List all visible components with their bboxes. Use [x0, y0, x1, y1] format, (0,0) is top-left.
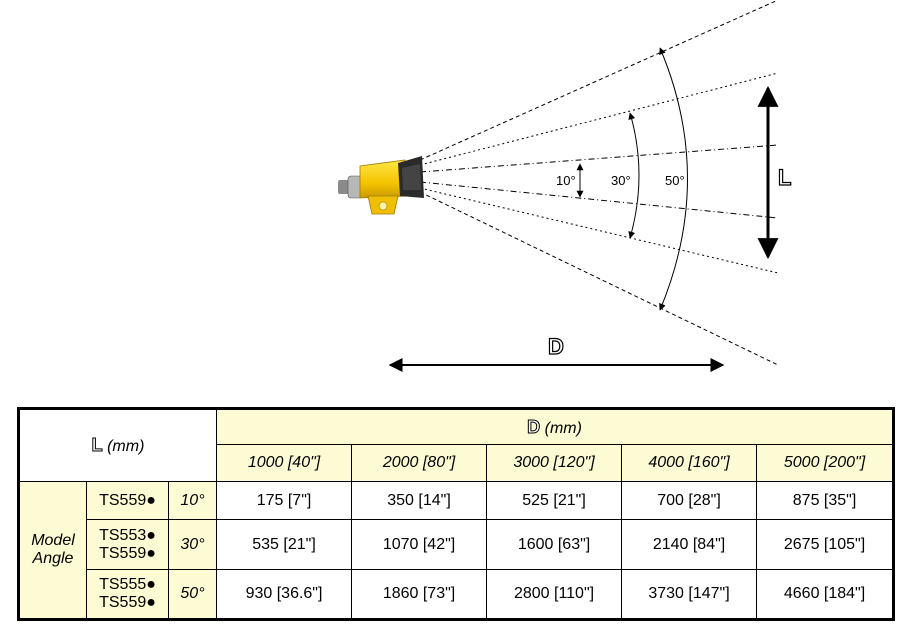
- model-cell: TS555● TS559●: [86, 569, 169, 620]
- angle-cell: 10°: [167, 481, 218, 520]
- value-cell: 525 [21"]: [486, 481, 623, 520]
- distance-col-5: 5000 [200"]: [756, 444, 895, 482]
- value-cell: 3730 [147"]: [621, 569, 758, 620]
- angle-30-arrow: [628, 112, 640, 239]
- angle-30-label: 30°: [611, 173, 631, 188]
- value-cell: 350 [14"]: [351, 481, 488, 520]
- value-cell: 4660 [184"]: [756, 569, 895, 620]
- beam-30-lower: [419, 187, 779, 274]
- distance-col-3: 3000 [120"]: [486, 444, 623, 482]
- beam-angle-diagram: 10° 30° 50° L D: [338, 0, 792, 372]
- distance-col-2: 2000 [80"]: [351, 444, 488, 482]
- beam-50-upper: [419, 0, 779, 161]
- angle-cell: 30°: [167, 519, 218, 570]
- detection-range-table: L (mm) D (mm) 1000 [40"] 2000 [80"] 3000…: [17, 407, 896, 621]
- model-angle-label: Model Angle: [18, 481, 87, 620]
- corner-unit: (mm): [107, 438, 145, 455]
- angle-10-label: 10°: [556, 173, 576, 188]
- value-cell: 2800 [110"]: [486, 569, 623, 620]
- value-cell: 1860 [73"]: [351, 569, 488, 620]
- beam-lines: [419, 0, 779, 366]
- value-cell: 1070 [42"]: [351, 519, 488, 570]
- model-cell: TS553● TS559●: [86, 519, 169, 570]
- value-cell: 930 [36.6"]: [216, 569, 353, 620]
- distance-col-1: 1000 [40"]: [216, 444, 353, 482]
- value-cell: 175 [7"]: [216, 481, 353, 520]
- distance-header: D (mm): [216, 408, 895, 445]
- model-cell: TS559●: [86, 481, 169, 520]
- value-cell: 2140 [84"]: [621, 519, 758, 570]
- beam-30-upper: [419, 72, 779, 166]
- value-cell: 2675 [105"]: [756, 519, 895, 570]
- corner-header: L (mm): [17, 408, 218, 482]
- table-row: Model Angle TS559● 10° 175 [7"] 350 [14"…: [18, 481, 895, 620]
- beam-50-lower: [419, 191, 779, 366]
- distance-col-4: 4000 [160"]: [621, 444, 758, 482]
- corner-length-symbol: L: [91, 435, 103, 456]
- length-symbol: L: [778, 165, 791, 190]
- value-cell: 1600 [63"]: [486, 519, 623, 570]
- table-row: TS553● TS559● 30° 535 [21"] 1070 [42"] 1…: [19, 519, 895, 570]
- distance-symbol: D: [548, 334, 564, 359]
- beam-10-upper: [419, 144, 779, 173]
- angle-50-arrow: [659, 47, 688, 311]
- value-cell: 875 [35"]: [756, 481, 895, 520]
- value-cell: 535 [21"]: [216, 519, 353, 570]
- beam-10-lower: [419, 181, 779, 219]
- flame-detector-device: [338, 156, 424, 215]
- distance-header-unit: (mm): [544, 419, 582, 437]
- value-cell: 700 [28"]: [621, 481, 758, 520]
- distance-header-symbol: D: [527, 416, 541, 437]
- angle-50-label: 50°: [665, 173, 685, 188]
- table-row: TS555● TS559● 50° 930 [36.6"] 1860 [73"]…: [19, 569, 895, 620]
- angle-cell: 50°: [167, 569, 218, 620]
